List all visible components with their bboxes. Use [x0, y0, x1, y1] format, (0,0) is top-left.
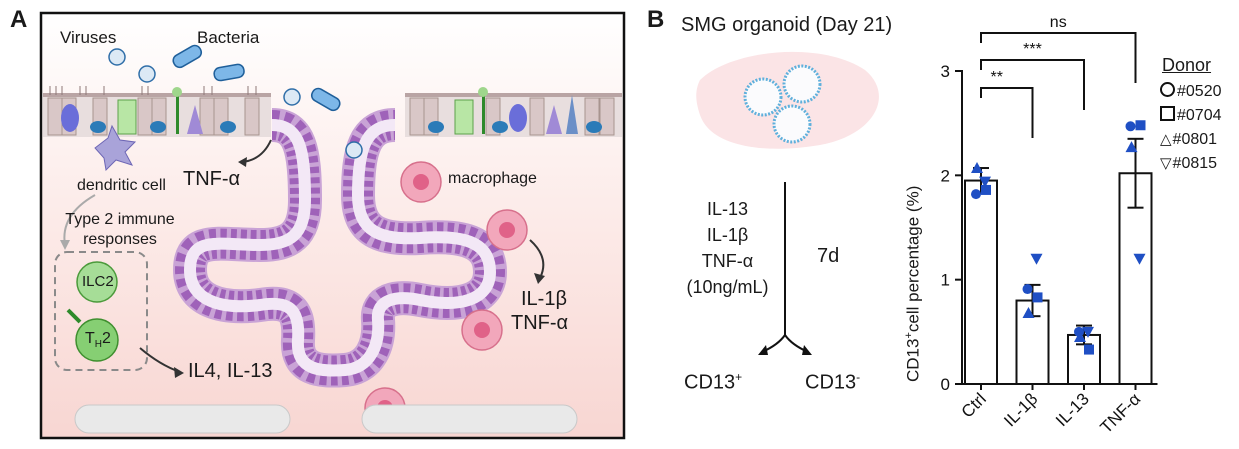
cd13-pos-base: CD13 [684, 371, 736, 394]
legend-label: #0704 [1177, 107, 1222, 124]
immune-cell-box [54, 251, 148, 371]
cd13-neg-base: CD13 [805, 371, 857, 394]
organoid-dish [696, 51, 879, 149]
panel-b-letter: B [647, 6, 665, 33]
treat-il1b: IL-1β [706, 225, 749, 245]
data-point [1030, 253, 1043, 265]
data-point [1125, 141, 1138, 153]
gland-epithelium [173, 108, 507, 388]
data-point [971, 189, 981, 200]
data-point [979, 176, 991, 188]
legend-label: #0520 [1177, 83, 1222, 100]
y-label-pre: CD13 [903, 338, 923, 382]
y-label-sup: + [903, 332, 915, 339]
epithelium-left [43, 86, 271, 137]
cd13-pos-label: CD13+ [684, 370, 742, 395]
data-point [1022, 307, 1035, 319]
cd13-pos-sup: + [735, 370, 743, 384]
y-axis-label: CD13+cell percentage (%) [903, 186, 924, 382]
treat-tnf: TNF-α [701, 251, 754, 271]
significance-label: ** [991, 69, 1003, 86]
significance-bracket [980, 59, 1085, 110]
data-point [1074, 331, 1086, 343]
vessel-left [74, 404, 291, 434]
tnf-label: TNF-α [183, 168, 241, 190]
legend-item: △#0801 [1160, 128, 1222, 152]
il1b-label: IL-1β [521, 288, 567, 310]
y-tick-label: 1 [941, 271, 950, 290]
dendritic-cell-icon [94, 124, 137, 172]
virus-icons [108, 48, 363, 159]
data-point [981, 184, 991, 195]
data-point [1022, 284, 1033, 295]
macrophage-label: macrophage [448, 170, 537, 187]
x-tick-label: Ctrl [958, 389, 990, 421]
panel-b-schematic [696, 51, 879, 355]
legend-item: ▽#0815 [1160, 152, 1222, 176]
legend-item: #0704 [1160, 104, 1222, 128]
x-tick-label: IL-13 [1052, 389, 1093, 430]
vessel-right [361, 404, 578, 434]
epithelium-right [405, 87, 622, 137]
viruses-label: Viruses [60, 28, 117, 47]
th2-cell-icon [75, 318, 119, 362]
il4-label: IL4, IL-13 [188, 360, 273, 382]
legend-title: Donor [1162, 55, 1212, 75]
arrow-il1b [529, 239, 545, 279]
y-label-post: cell percentage (%) [903, 185, 923, 333]
data-point [1084, 344, 1094, 355]
arrow-type2 [63, 194, 96, 246]
panel-b-title: SMG organoid (Day 21) [681, 14, 893, 36]
legend-label: #0815 [1172, 155, 1218, 172]
receptor-icon [66, 308, 82, 324]
treatment-list: IL-13 IL-1β TNF-α (10ng/mL) [680, 196, 775, 300]
circle-marker-icon [1160, 82, 1175, 97]
significance-bracket [980, 87, 1034, 138]
type2-label: Type 2 immune responses [55, 210, 185, 250]
ilc2-cell-icon [76, 261, 118, 303]
x-tick-label: IL-1β [1000, 389, 1041, 430]
data-point [1125, 121, 1136, 132]
data-point [1032, 292, 1043, 303]
panel-a-illustration [39, 11, 626, 440]
th2-label: TH2 [85, 330, 111, 350]
th2-num: 2 [102, 330, 111, 347]
significance-label: ns [1050, 14, 1067, 31]
y-tick-label: 2 [941, 166, 950, 185]
data-point [971, 162, 983, 174]
significance-bracket [980, 32, 1137, 83]
bacteria-icons [172, 44, 341, 112]
data-point [1135, 120, 1146, 131]
organoid-icons [743, 64, 822, 144]
bar [964, 179, 998, 385]
data-point [1133, 253, 1146, 265]
significance-label: *** [1023, 41, 1042, 58]
type2-line2: responses [83, 231, 157, 248]
duration-label: 7d [817, 245, 840, 267]
legend: #0520 #0704 △#0801 ▽#0815 [1160, 80, 1222, 176]
treat-conc: (10ng/mL) [686, 277, 769, 297]
square-marker-icon [1160, 106, 1175, 121]
x-tick-label: TNF-α [1097, 389, 1145, 437]
dendritic-cell-label: dendritic cell [77, 177, 166, 194]
type2-line1: Type 2 immune [65, 211, 175, 228]
treat-il13: IL-13 [706, 199, 749, 219]
th2-sub: H [94, 339, 103, 351]
th2-t: T [85, 330, 95, 347]
tnf2-label: TNF-α [511, 312, 569, 334]
cd13-neg-sup: - [856, 370, 861, 384]
y-tick-label: 3 [941, 62, 950, 81]
legend-label: #0801 [1172, 131, 1218, 148]
legend-item: #0520 [1160, 80, 1222, 104]
bacteria-label: Bacteria [197, 28, 260, 47]
cd13-neg-label: CD13- [805, 370, 860, 395]
panel-a-letter: A [10, 6, 28, 33]
triangle-up-marker-icon: △ [1160, 131, 1172, 148]
triangle-down-marker-icon: ▽ [1160, 155, 1172, 172]
data-point [1082, 326, 1094, 338]
y-tick-label: 0 [941, 375, 950, 394]
ilc2-label: ILC2 [82, 273, 114, 290]
